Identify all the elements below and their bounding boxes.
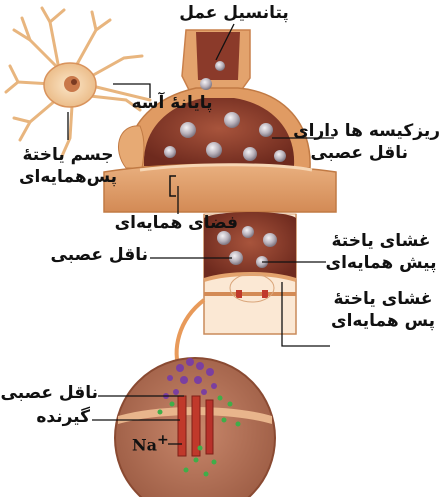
postsynaptic-membrane-label-2: پس همایه‌ای	[326, 312, 440, 332]
vesicles-label-2: ناقل عصبی	[284, 144, 408, 164]
synaptic-cleft-label: فضای همایه‌ای	[120, 214, 238, 234]
vesicles-label: ریزکیسه ها دارای	[284, 122, 440, 142]
presynaptic-membrane-label: غشای یاختهٔ	[322, 232, 440, 252]
axon-terminal-label: پایانهٔ آسه	[118, 94, 226, 114]
action-potential-label: پتانسیل عمل	[178, 4, 290, 24]
sodium-ion-symbol: Na	[132, 435, 157, 454]
sodium-ion-charge: +	[157, 432, 169, 448]
receptor-label: گیرنده	[18, 408, 90, 428]
postsynaptic-membrane-label: غشای یاختهٔ	[326, 290, 440, 310]
postsynaptic-body-label: جسم یاختهٔ	[8, 146, 128, 166]
postsynaptic-body-label-2: پس‌همایه‌ای	[8, 168, 128, 188]
sodium-ion-label: Na+	[132, 432, 169, 454]
presynaptic-membrane-label-2: پیش همایه‌ای	[322, 254, 440, 274]
receptor-channel-icon	[115, 358, 275, 497]
neurotransmitter-mid-label: ناقل عصبی	[28, 246, 148, 266]
neurotransmitter-bottom-label: ناقل عصبی	[2, 384, 98, 404]
